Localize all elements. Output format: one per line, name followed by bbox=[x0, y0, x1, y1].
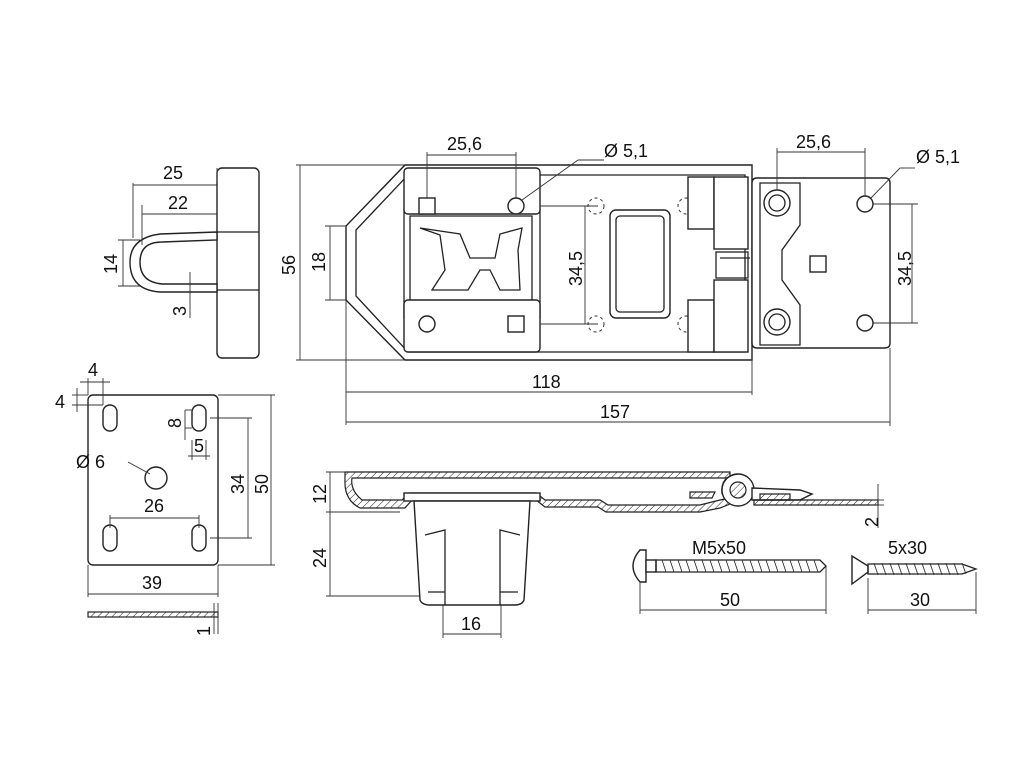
dim-side-height-24: 24 bbox=[310, 548, 330, 568]
hinge-hole-bottom bbox=[856, 314, 874, 332]
bolt-m5x50: M5x50 50 bbox=[632, 538, 827, 614]
dim-side-width-16: 16 bbox=[461, 614, 481, 634]
screw-length: 30 bbox=[910, 590, 930, 610]
dim-plate-width-39: 39 bbox=[142, 573, 162, 593]
bolt-length: 50 bbox=[720, 590, 740, 610]
plate-center-hole bbox=[144, 466, 168, 490]
dim-plate-pitch-34: 34 bbox=[228, 474, 248, 494]
mounting-plate: 4 4 8 5 Ø 6 26 34 50 39 bbox=[55, 360, 275, 636]
dim-plate-slot-len: 8 bbox=[165, 418, 185, 428]
dim-plate-offset-x: 4 bbox=[88, 360, 98, 380]
bolt-head bbox=[632, 549, 647, 583]
dim-plate-offset-y: 4 bbox=[55, 392, 65, 412]
dim-pitch-left: 34,5 bbox=[566, 251, 586, 286]
hole-tr bbox=[507, 197, 525, 215]
square-hole-br bbox=[507, 315, 525, 333]
dim-plate-slot-w: 5 bbox=[194, 436, 204, 456]
dim-length-157: 157 bbox=[600, 402, 630, 422]
screw-head bbox=[851, 554, 869, 586]
dim-plate-thickness: 1 bbox=[194, 626, 214, 636]
dim-plate-height-50: 50 bbox=[252, 474, 272, 494]
dim-height-56: 56 bbox=[279, 255, 299, 275]
bolt-thread bbox=[655, 559, 827, 573]
dim-bracket-3: 3 bbox=[170, 306, 190, 316]
dim-side-thickness-2: 2 bbox=[862, 517, 882, 527]
dim-bracket-25: 25 bbox=[163, 163, 183, 183]
dim-bracket-22: 22 bbox=[168, 193, 188, 213]
staple-tongue bbox=[413, 500, 531, 606]
staple-slot bbox=[609, 209, 671, 319]
dim-spacing-right: 25,6 bbox=[796, 132, 831, 152]
hasp-top-view: 25,6 Ø 5,1 34,5 25,6 Ø 5,1 34,5 56 18 bbox=[279, 132, 960, 426]
screw-label: 5x30 bbox=[888, 538, 927, 558]
hole-bl bbox=[418, 315, 436, 333]
hinge-hole-top bbox=[856, 195, 874, 213]
dim-plate-hole: Ø 6 bbox=[76, 452, 105, 472]
dim-hole-left: Ø 5,1 bbox=[604, 141, 648, 161]
dim-pitch-right: 34,5 bbox=[895, 251, 915, 286]
hasp-side-profile bbox=[344, 471, 731, 513]
dim-plate-pitch-26: 26 bbox=[144, 496, 164, 516]
staple-bracket-side-view: 25 22 14 3 bbox=[101, 163, 260, 359]
dim-length-118: 118 bbox=[532, 372, 561, 392]
dim-bracket-14: 14 bbox=[101, 254, 121, 274]
staple-loop bbox=[129, 231, 218, 293]
square-hole-tl bbox=[418, 197, 436, 215]
bolt-label: M5x50 bbox=[692, 538, 746, 558]
bracket-base-block bbox=[216, 167, 260, 359]
dim-spacing-left: 25,6 bbox=[447, 134, 482, 154]
dim-height-18: 18 bbox=[309, 252, 329, 272]
dim-hole-right: Ø 5,1 bbox=[916, 147, 960, 167]
dim-side-height-12: 12 bbox=[310, 484, 330, 504]
screw-5x30: 5x30 30 bbox=[851, 538, 978, 614]
plate-edge-view bbox=[87, 611, 219, 618]
hasp-side-view: 12 24 16 2 bbox=[310, 471, 884, 638]
